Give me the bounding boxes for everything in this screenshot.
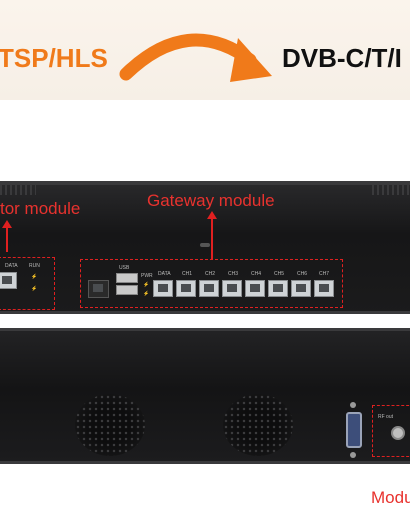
usb-port[interactable] xyxy=(116,285,138,295)
port-label: CH3 xyxy=(228,271,239,277)
target-format-label: DVB-C/T/I xyxy=(282,43,402,73)
source-format-label: TSP/HLS xyxy=(0,43,108,73)
indicator-label: RUN xyxy=(29,263,40,269)
port-label: DATA xyxy=(5,263,18,269)
screw-icon xyxy=(350,402,356,408)
ethernet-port[interactable] xyxy=(268,280,288,297)
indicator-label: ⚡ xyxy=(31,274,38,280)
gateway-module-annotation: Gateway module xyxy=(147,191,275,210)
bottom-rim xyxy=(0,461,410,464)
ethernet-port[interactable] xyxy=(291,280,311,297)
indicator-label: ⚡ xyxy=(143,291,150,297)
rf-connector[interactable] xyxy=(391,426,405,440)
port-label: CH2 xyxy=(205,271,216,277)
management-port[interactable] xyxy=(88,280,109,298)
banner: TSP/HLS DVB-C/T/I xyxy=(0,0,410,100)
screw-icon xyxy=(350,452,356,458)
bottom-rim xyxy=(0,311,410,314)
annotation-line xyxy=(6,222,8,252)
ethernet-port[interactable] xyxy=(245,280,265,297)
top-rim xyxy=(0,328,410,331)
usb-label: USB xyxy=(119,265,130,271)
left-module-annotation: tor module xyxy=(0,199,81,218)
vga-port[interactable] xyxy=(346,412,362,448)
port-label: CH7 xyxy=(319,271,330,277)
port-label: CH4 xyxy=(251,271,262,277)
ethernet-port[interactable] xyxy=(0,272,17,289)
rf-module-box: RF out xyxy=(372,405,410,457)
arrow-icon xyxy=(119,33,272,82)
port-label: DATA xyxy=(158,271,171,277)
port-label: CH1 xyxy=(182,271,193,277)
ethernet-port[interactable] xyxy=(176,280,196,297)
vent-grill xyxy=(0,185,36,195)
rear-panel: RF out xyxy=(0,328,410,464)
indicator-label: ⚡ xyxy=(143,282,150,288)
indicator-label: PWR xyxy=(141,273,153,279)
top-rim xyxy=(0,181,410,185)
rf-out-label: RF out xyxy=(378,414,394,420)
rear-module-annotation: Modu xyxy=(371,488,410,507)
vent-grill xyxy=(372,185,410,195)
port-label: CH5 xyxy=(274,271,285,277)
indicator-led xyxy=(200,243,210,247)
ethernet-port[interactable] xyxy=(314,280,334,297)
indicator-label: ⚡ xyxy=(31,286,38,292)
left-module-box: DATA RUN ⚡ ⚡ xyxy=(0,257,55,310)
annotation-arrow-icon xyxy=(2,220,12,228)
front-panel: DATA RUN ⚡ ⚡ USB PWR ⚡ ⚡ DATA CH1 CH2 CH… xyxy=(0,181,410,314)
gateway-module-box xyxy=(80,259,343,308)
annotation-arrow-icon xyxy=(207,211,217,219)
ethernet-port[interactable] xyxy=(222,280,242,297)
ethernet-port[interactable] xyxy=(153,280,173,297)
annotation-line xyxy=(211,213,213,259)
ethernet-port[interactable] xyxy=(199,280,219,297)
fan-vent xyxy=(75,394,145,456)
usb-port[interactable] xyxy=(116,273,138,283)
fan-vent xyxy=(223,394,293,456)
port-label: CH6 xyxy=(297,271,308,277)
